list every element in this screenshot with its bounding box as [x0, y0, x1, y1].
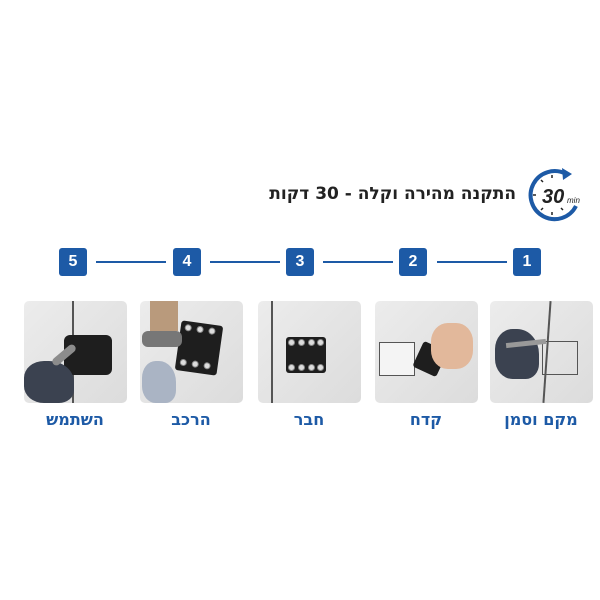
step-badge-3: 3 [286, 248, 314, 276]
step-connector [437, 261, 507, 263]
step-badge-1: 1 [513, 248, 541, 276]
step-badge-5: 5 [59, 248, 87, 276]
step-connector [323, 261, 393, 263]
timer-number: 30 [542, 186, 564, 208]
step-1-photo [490, 301, 593, 403]
step-2-label: קדח [409, 410, 443, 429]
step-1-label: מקם וסמן [504, 410, 578, 429]
step-5-label: השתמש [46, 410, 104, 429]
step-connector [210, 261, 280, 263]
timer-unit: min [567, 196, 580, 205]
step-3-photo [258, 301, 361, 403]
step-badge-2: 2 [399, 248, 427, 276]
page-title: התקנה מהירה וקלה - 30 דקות [269, 184, 516, 204]
step-3-label: חבר [293, 410, 325, 429]
step-badge-4: 4 [173, 248, 201, 276]
stopwatch-icon: 30 min [526, 166, 586, 224]
step-2-photo [375, 301, 478, 403]
step-4-label: הרכב [171, 410, 211, 429]
step-5-photo [24, 301, 127, 403]
step-connector [96, 261, 166, 263]
step-4-photo [140, 301, 243, 403]
